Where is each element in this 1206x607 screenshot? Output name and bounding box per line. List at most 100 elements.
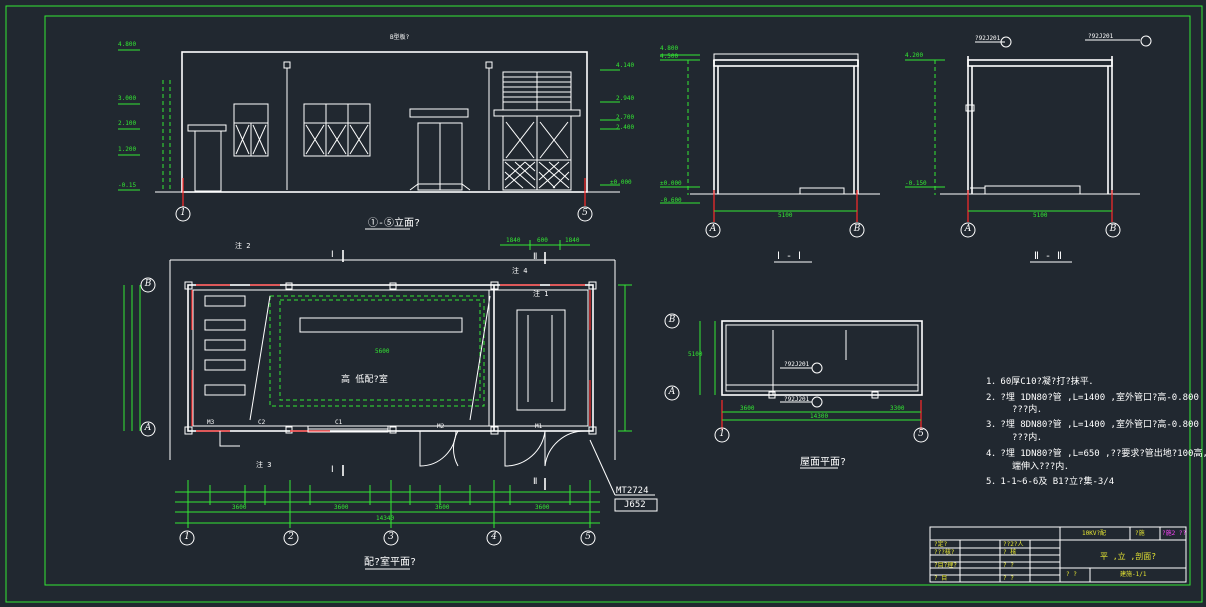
- plan-dim: 3600: [232, 504, 247, 511]
- plan-door: M2: [437, 423, 445, 430]
- plan-section-mark: Ⅱ: [533, 252, 538, 262]
- tb-project: 10KV?配: [1082, 530, 1107, 537]
- roof-dim: 14300: [810, 413, 829, 420]
- sec1-span: 5100: [778, 212, 793, 219]
- section-2-view: [905, 35, 1152, 263]
- tb-row: ???核?: [934, 549, 955, 556]
- sec2-note: ?92J201: [975, 35, 1001, 42]
- note-line: 端伸入???内．: [1012, 462, 1074, 472]
- roof-dim: 3600: [740, 405, 755, 412]
- plan-door: M1: [535, 423, 543, 430]
- sec2-level: 4.200: [905, 52, 924, 59]
- sec1-level: ±0.000: [660, 180, 682, 187]
- title-block: [929, 526, 1187, 583]
- plan-note: 注 3: [256, 461, 272, 469]
- axis-label-B: B: [668, 315, 676, 325]
- elev-level: 2.400: [616, 124, 635, 131]
- elevation-title: ①-⑤立面?: [368, 218, 421, 229]
- axis-label-5: 5: [585, 532, 591, 542]
- note-line: 3．?埋 8DN80?管 ,L=1400 ,室外管口?高-0.800 ,室内伸入: [986, 420, 1206, 430]
- tb-row: ??2?人: [1003, 541, 1024, 548]
- plan-note: 注 4: [512, 267, 528, 275]
- axis-label-1: 1: [184, 532, 190, 542]
- floor-plan-view: [123, 240, 658, 570]
- note-line: 4．?埋 1DN80?管 ,L=650 ,??要求?管出地?100高,?: [986, 449, 1206, 459]
- roof-plan-view: [664, 313, 929, 469]
- plan-dim: 1840: [565, 237, 580, 244]
- elev-level: 2.940: [616, 95, 635, 102]
- plan-note: 注 1: [533, 290, 549, 298]
- note-line: 5．1-1~6-6及 B1?立?集-3/4: [986, 477, 1115, 487]
- elevation-view: [118, 49, 620, 230]
- axis-label-5: 5: [918, 429, 924, 439]
- axis-label-4: 4: [491, 532, 497, 542]
- tb-drawing: 平 ,立 ,剖面?: [1100, 552, 1157, 561]
- plan-dim: 3600: [334, 504, 349, 511]
- note-line: 2．?埋 1DN80?管 ,L=1400 ,室外管口?高-0.800 ,室内伸入: [986, 393, 1206, 403]
- tb-row: ? 核: [1003, 549, 1017, 556]
- sec1-level: 4.800: [660, 45, 679, 52]
- elev-level: 4.800: [118, 41, 137, 48]
- plan-section-mark: Ⅱ: [533, 477, 538, 487]
- tb-stage: ?施: [1135, 530, 1145, 537]
- axis-label-B: B: [144, 279, 152, 289]
- sec1-level: -0.600: [660, 197, 682, 204]
- note-line: ???内．: [1012, 405, 1047, 415]
- roof-note: ?92J201: [784, 396, 810, 403]
- plan-callout: MT2724: [616, 486, 649, 496]
- tb-code: ?施2 ??: [1162, 530, 1187, 537]
- sec1-level: 4.500: [660, 53, 679, 60]
- tb-row: ?目?理?: [934, 562, 957, 569]
- elev-level: 2.700: [616, 114, 635, 121]
- section-1-view: [660, 53, 880, 263]
- section1-title: Ⅰ - Ⅰ: [777, 251, 801, 262]
- plan-dim: 3600: [535, 504, 550, 511]
- note-line: ???内．: [1012, 433, 1047, 443]
- elev-note: B型板?: [390, 34, 410, 41]
- axis-label-A: A: [668, 387, 676, 397]
- axis-label-B: B: [1109, 224, 1117, 234]
- plan-dim: 1840: [506, 237, 521, 244]
- plan-dim-total: 14340: [376, 515, 395, 522]
- plan-window: C2: [258, 419, 266, 426]
- tb-row: ? ?: [1003, 575, 1014, 582]
- sec2-span: 5100: [1033, 212, 1048, 219]
- elev-level: 2.100: [118, 120, 137, 127]
- plan-section-mark: Ⅰ: [331, 250, 334, 260]
- plan-note: 注 2: [235, 242, 251, 250]
- elev-level: 1.200: [118, 146, 137, 153]
- tb-row: ? 目: [934, 575, 948, 582]
- tb-bottom: ? ?: [1066, 571, 1077, 578]
- axis-label-2: 2: [288, 532, 294, 542]
- elev-level: 4.140: [616, 62, 635, 69]
- axis-label-A: A: [144, 423, 152, 433]
- tb-row: ?定?: [934, 541, 948, 548]
- plan-dim: 3600: [435, 504, 450, 511]
- axis-label-1: 1: [180, 208, 186, 218]
- roof-dim: 5100: [688, 351, 703, 358]
- axis-label-3: 3: [388, 532, 394, 542]
- plan-dim: 5600: [375, 348, 390, 355]
- note-line: 1．60厚C10?凝?打?抹平．: [986, 377, 1098, 387]
- plan-callout: J652: [624, 500, 646, 510]
- sec2-note: ?92J201: [1088, 33, 1114, 40]
- roof-dim: 3300: [890, 405, 905, 412]
- plan-section-mark: Ⅰ: [331, 465, 334, 475]
- axis-label-5: 5: [582, 208, 588, 218]
- plan-door: M3: [207, 419, 215, 426]
- tb-row: ? ?: [1003, 562, 1014, 569]
- roof-title: 屋面平面?: [800, 457, 847, 468]
- drawing-border-inner: [44, 15, 1191, 586]
- elev-level: ±0.000: [610, 179, 632, 186]
- drawing-border-outer: [5, 5, 1203, 603]
- elev-level: -0.15: [118, 182, 137, 189]
- plan-room-name: 高 低配?室: [341, 375, 388, 385]
- section2-title: Ⅱ - Ⅱ: [1034, 251, 1062, 262]
- axis-label-B: B: [853, 224, 861, 234]
- tb-number: 建施-1/1: [1120, 571, 1147, 578]
- plan-window: C1: [335, 419, 343, 426]
- roof-note: ?92J201: [784, 361, 810, 368]
- axis-label-A: A: [964, 224, 972, 234]
